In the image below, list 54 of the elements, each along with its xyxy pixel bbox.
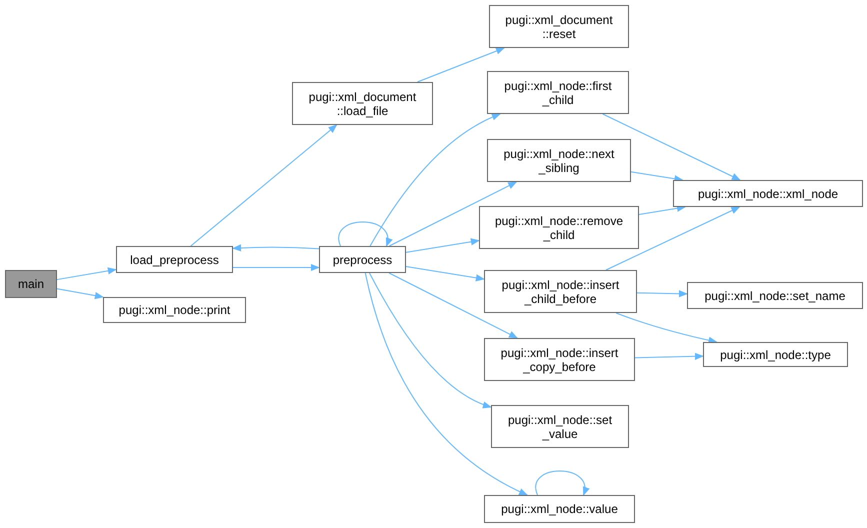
function-name: load_preprocess	[130, 252, 219, 266]
function-box	[5, 270, 57, 298]
arrow	[606, 206, 740, 270]
function-box	[116, 246, 233, 273]
arrow	[638, 204, 686, 215]
arrow	[388, 182, 518, 246]
function-name: pugi::xml_node::set_name	[704, 288, 846, 302]
function-box	[489, 5, 629, 48]
arrow	[364, 272, 528, 496]
function-box	[484, 338, 635, 381]
arrow	[232, 264, 320, 272]
function-box	[673, 180, 863, 207]
function-name: pugi::xml_document ::load_file	[308, 90, 418, 118]
function-name: pugi::xml_node::remove _child	[494, 214, 624, 242]
function-name: pugi::xml_node::type	[720, 348, 831, 362]
arrow	[388, 272, 518, 338]
function-name: pugi::xml_node::print	[118, 303, 230, 317]
function-name: pugi::xml_node::xml_node	[698, 186, 838, 200]
function-name: pugi::xml_node::next _sibling	[502, 146, 616, 174]
function-name: pugi::xml_node::value	[501, 502, 618, 516]
function-box	[319, 246, 406, 273]
function-box	[491, 405, 629, 448]
arrow	[190, 124, 338, 246]
function-name: pugi::xml_node::insert _copy_before	[500, 346, 620, 374]
function-box	[484, 495, 635, 523]
function-box	[687, 282, 863, 309]
arrow	[602, 114, 741, 180]
function-name: pugi::xml_node::insert _child_before	[500, 278, 620, 306]
function-box	[487, 71, 629, 114]
arrow	[56, 267, 117, 280]
arrow	[406, 238, 480, 253]
arrow	[616, 312, 718, 344]
function-box	[292, 82, 433, 125]
arrow	[406, 266, 485, 282]
function-box	[479, 206, 639, 249]
arrow	[56, 288, 104, 300]
function-name: preprocess	[332, 252, 392, 266]
arrow	[630, 171, 684, 182]
arrow	[634, 352, 704, 360]
arrow	[370, 114, 501, 246]
function-name: pugi::xml_node::set _value	[506, 412, 614, 440]
function-name: pugi::xml_node::first _child	[503, 78, 613, 106]
arrow	[368, 272, 492, 408]
arrow	[535, 470, 588, 496]
function-box	[103, 297, 246, 323]
function-name: main	[18, 277, 44, 291]
arrow	[636, 290, 688, 298]
function-box	[484, 270, 637, 313]
arrow	[338, 222, 392, 247]
arrow	[232, 244, 320, 252]
function-box	[703, 342, 848, 367]
function-name: pugi::xml_document ::reset	[504, 12, 614, 40]
arrow	[416, 48, 505, 82]
function-box	[487, 139, 631, 182]
